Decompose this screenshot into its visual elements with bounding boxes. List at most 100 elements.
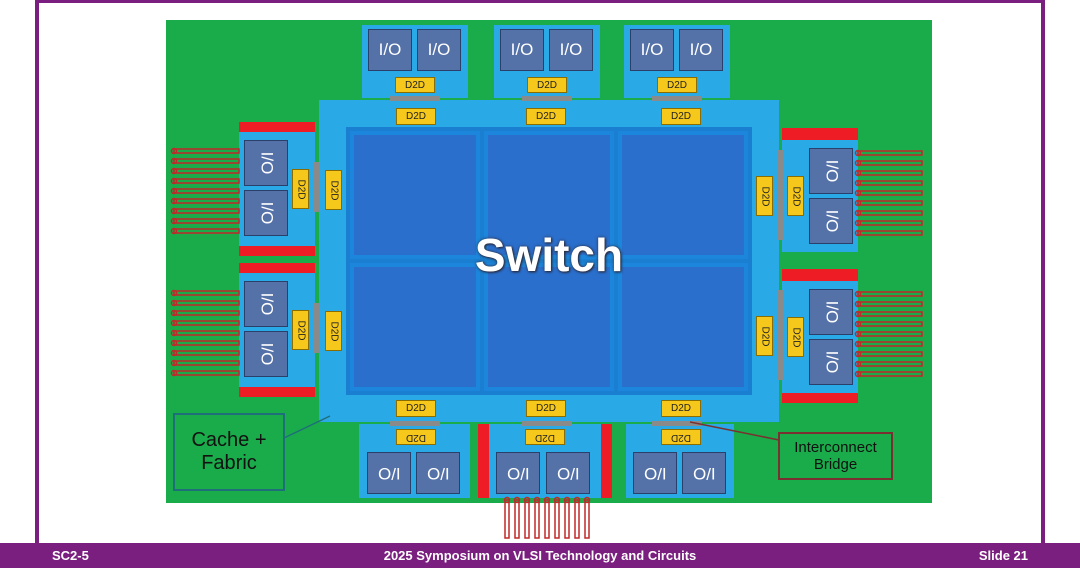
switch-tile bbox=[618, 131, 748, 259]
link-pin-end bbox=[854, 320, 862, 328]
d2d-block: D2D bbox=[396, 400, 436, 417]
link-pin-end bbox=[854, 159, 862, 167]
d2d-block: D2D bbox=[526, 108, 566, 125]
io-block: I/O bbox=[549, 29, 593, 71]
d2d-block: D2D bbox=[787, 176, 804, 216]
d2d-block: D2D bbox=[292, 169, 309, 209]
footer-session-id: SC2-5 bbox=[52, 548, 89, 563]
link-pin-end bbox=[170, 187, 178, 195]
io-block: I/O bbox=[416, 452, 460, 494]
link-pin bbox=[857, 351, 923, 357]
link-pin-end bbox=[543, 496, 551, 504]
interconnect-bridge bbox=[778, 150, 784, 240]
link-pin bbox=[173, 320, 240, 326]
d2d-block: D2D bbox=[325, 311, 342, 351]
io-block: I/O bbox=[679, 29, 723, 71]
link-pin bbox=[857, 341, 923, 347]
link-pin bbox=[524, 499, 530, 539]
link-pin bbox=[554, 499, 560, 539]
d2d-block: D2D bbox=[756, 316, 773, 356]
switch-die bbox=[319, 100, 779, 422]
d2d-block: D2D bbox=[657, 77, 697, 93]
link-pin-end bbox=[854, 360, 862, 368]
interconnect-bridge bbox=[390, 421, 440, 426]
interconnect-bridge bbox=[522, 96, 572, 101]
phy-strip bbox=[782, 128, 858, 140]
io-block: I/O bbox=[244, 281, 288, 327]
interconnect-bridge bbox=[652, 421, 702, 426]
link-pin-end bbox=[854, 290, 862, 298]
link-pin-end bbox=[170, 227, 178, 235]
link-pin-end bbox=[854, 229, 862, 237]
link-pin bbox=[173, 300, 240, 306]
interconnect-bridge bbox=[390, 96, 440, 101]
link-pin bbox=[857, 291, 923, 297]
link-pin-end bbox=[563, 496, 571, 504]
link-pin-end bbox=[170, 157, 178, 165]
link-pin bbox=[504, 499, 510, 539]
top-io-chiplet: I/O I/O D2D bbox=[494, 25, 600, 98]
link-pin bbox=[857, 180, 923, 186]
interconnect-bridge bbox=[652, 96, 702, 101]
bottom-io-chiplet: D2D I/O I/O bbox=[359, 424, 470, 498]
link-pin bbox=[514, 499, 520, 539]
link-pin-end bbox=[170, 167, 178, 175]
link-pin-end bbox=[170, 329, 178, 337]
link-pin bbox=[173, 360, 240, 366]
d2d-block: D2D bbox=[661, 108, 701, 125]
d2d-block: D2D bbox=[756, 176, 773, 216]
link-pin-end bbox=[170, 359, 178, 367]
phy-strip bbox=[239, 122, 315, 132]
link-pin-end bbox=[854, 370, 862, 378]
io-block: I/O bbox=[417, 29, 461, 71]
link-pin-end bbox=[854, 310, 862, 318]
phy-strip bbox=[239, 387, 315, 397]
d2d-block: D2D bbox=[527, 77, 567, 93]
interconnect-bridge-label: Interconnect Bridge bbox=[778, 432, 893, 480]
link-pin bbox=[857, 301, 923, 307]
io-block: I/O bbox=[633, 452, 677, 494]
link-pin-end bbox=[503, 496, 511, 504]
io-block: I/O bbox=[809, 339, 853, 385]
io-block: I/O bbox=[244, 140, 288, 186]
slide-footer: SC2-5 2025 Symposium on VLSI Technology … bbox=[0, 543, 1080, 568]
d2d-block: D2D bbox=[661, 400, 701, 417]
link-pin-end bbox=[170, 177, 178, 185]
d2d-block: D2D bbox=[396, 429, 436, 445]
io-block: I/O bbox=[496, 452, 540, 494]
io-block: I/O bbox=[367, 452, 411, 494]
link-pin-end bbox=[553, 496, 561, 504]
link-pin-end bbox=[170, 147, 178, 155]
interconnect-bridge bbox=[522, 421, 572, 426]
link-pin-end bbox=[854, 189, 862, 197]
io-block: I/O bbox=[809, 198, 853, 244]
interconnect-bridge bbox=[778, 290, 784, 380]
io-block: I/O bbox=[244, 190, 288, 236]
top-io-chiplet: I/O I/O D2D bbox=[624, 25, 730, 98]
switch-tile bbox=[350, 131, 480, 259]
link-pin-end bbox=[854, 179, 862, 187]
switch-core bbox=[346, 127, 752, 395]
link-pin-end bbox=[854, 350, 862, 358]
link-pin-end bbox=[170, 289, 178, 297]
link-pin bbox=[584, 499, 590, 539]
io-block: I/O bbox=[546, 452, 590, 494]
link-pin bbox=[173, 340, 240, 346]
link-pin bbox=[857, 210, 923, 216]
phy-strip bbox=[601, 424, 612, 498]
switch-tile bbox=[484, 263, 614, 391]
left-io-chiplet: I/O I/O D2D bbox=[239, 122, 315, 256]
right-io-chiplet: I/O I/O D2D bbox=[782, 269, 858, 403]
right-io-chiplet: I/O I/O D2D bbox=[782, 128, 858, 252]
link-pin bbox=[173, 370, 240, 376]
footer-slide-number: Slide 21 bbox=[978, 548, 1028, 563]
d2d-block: D2D bbox=[787, 317, 804, 357]
link-pin-end bbox=[170, 299, 178, 307]
phy-strip bbox=[782, 393, 858, 403]
d2d-block: D2D bbox=[526, 400, 566, 417]
link-pin-end bbox=[513, 496, 521, 504]
link-pin-end bbox=[170, 197, 178, 205]
link-pin bbox=[857, 230, 923, 236]
